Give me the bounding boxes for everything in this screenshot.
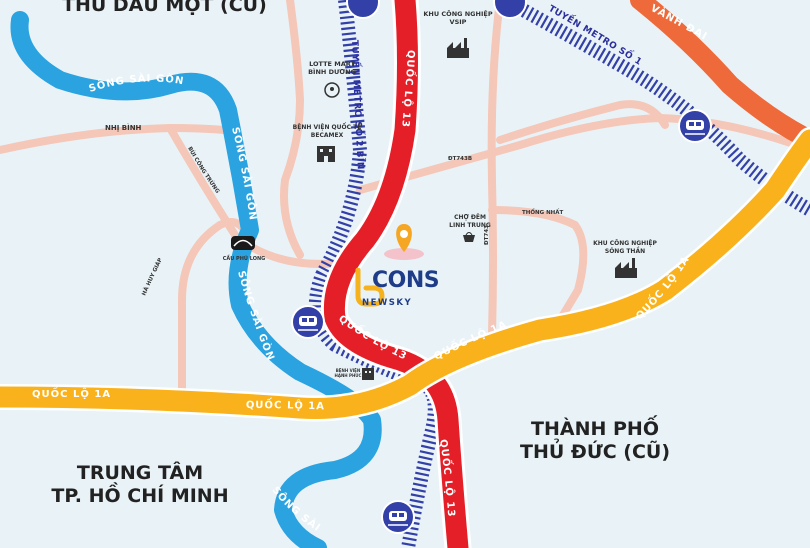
road-ql1a (0, 129, 810, 419)
poi-lotte-line2: BÌNH DƯƠNG (308, 68, 356, 77)
metro-station-icon (493, 0, 527, 19)
poi-cho-dem-line1: CHỢ ĐÊM (454, 214, 486, 221)
metro-line-2 (308, 0, 442, 548)
minor-roads (0, 0, 810, 394)
project-logo: CONS NEWSKY (354, 268, 454, 316)
metro-station-icon (381, 500, 415, 534)
road-east-link (496, 100, 669, 144)
logo-mark-icon (355, 268, 385, 307)
factory-icon (615, 258, 637, 278)
svg-text:HÀ HUY GIÁP: HÀ HUY GIÁP (141, 257, 164, 296)
dt743-label: ĐT743 (484, 225, 490, 245)
ql1a-left-label: QUỐC LỘ 1A (32, 385, 110, 400)
metro-line-1 (501, 0, 810, 217)
area-thu-duc-line1: THÀNH PHỐ (531, 418, 659, 440)
metro-station-icon (346, 0, 380, 19)
location-pin-icon (384, 224, 424, 260)
bridge-icon (231, 236, 255, 250)
poi-hospital-small: BỆNH VIỆN HẠNH PHÚC (328, 368, 368, 378)
poi-cho-dem: CHỢ ĐÊM LINH TRUNG (445, 214, 495, 229)
road-ql13 (323, 0, 469, 548)
poi-becamex-line2: BECAMEX (310, 131, 344, 139)
area-thu-duc-line2: THỦ ĐỨC (CŨ) (520, 441, 670, 464)
poi-song-than-line2: SÓNG THẦN (604, 247, 646, 255)
area-hcm-center: TRUNG TÂM TP. HỒ CHÍ MINH (40, 462, 240, 508)
poi-song-than-line1: KHU CÔNG NGHIỆP (593, 240, 657, 247)
nhi-binh-label: NHỊ BÌNH (105, 123, 142, 132)
poi-lotte-line1: LOTTE MART (309, 60, 355, 68)
dt743b-label: ĐT743B (448, 156, 472, 162)
area-thu-duc: THÀNH PHỐ THỦ ĐỨC (CŨ) (520, 418, 670, 464)
poi-hospital-small-line1: BỆNH VIỆN (335, 368, 361, 373)
road-dt743b (356, 113, 810, 194)
poi-lotte: LOTTE MART BÌNH DƯƠNG (300, 60, 364, 76)
poi-cau-phu-long: CẦU PHÚ LONG (222, 256, 266, 262)
svg-text:ĐT743: ĐT743 (484, 225, 490, 245)
hospital-icon (317, 146, 335, 162)
metro-station-icon (678, 109, 712, 143)
road-nhi-binh (0, 123, 229, 154)
area-thu-dau-mot: THỦ DẦU MỘT (CŨ) (62, 0, 267, 16)
poi-vsip: KHU CÔNG NGHIỆP VSIP (423, 10, 493, 27)
poi-hospital-small-line2: HẠNH PHÚC (334, 373, 362, 378)
road-dt743 (487, 0, 504, 339)
poi-becamex-line1: BỆNH VIỆN QUỐC TẾ (292, 124, 362, 131)
area-hcm-line2: TP. HỒ CHÍ MINH (51, 485, 229, 508)
road-ring-3 (630, 0, 810, 150)
metro-station-icon (291, 305, 325, 339)
ha-huy-giap-label: HÀ HUY GIÁP (141, 257, 164, 296)
road-thong-nhat (488, 206, 588, 324)
road-west-link (280, 0, 305, 259)
svg-text:QUỐC LỘ 1A: QUỐC LỘ 1A (32, 385, 111, 400)
logo-sub: NEWSKY (362, 298, 413, 308)
hospital-icon (362, 368, 374, 380)
market-basket-icon (463, 232, 475, 242)
thong-nhat-label: THỐNG NHẤT (522, 208, 564, 216)
factory-icon (447, 38, 469, 58)
poi-cho-dem-line2: LINH TRUNG (449, 221, 491, 229)
poi-becamex: BỆNH VIỆN QUỐC TẾ BECAMEX (292, 124, 362, 139)
river-saigon (10, 11, 382, 548)
poi-song-than: KHU CÔNG NGHIỆP SÓNG THẦN (590, 240, 660, 255)
logo-brand: CONS (372, 268, 440, 293)
area-hcm-line1: TRUNG TÂM (76, 462, 204, 484)
shopping-pin-icon (324, 82, 340, 98)
